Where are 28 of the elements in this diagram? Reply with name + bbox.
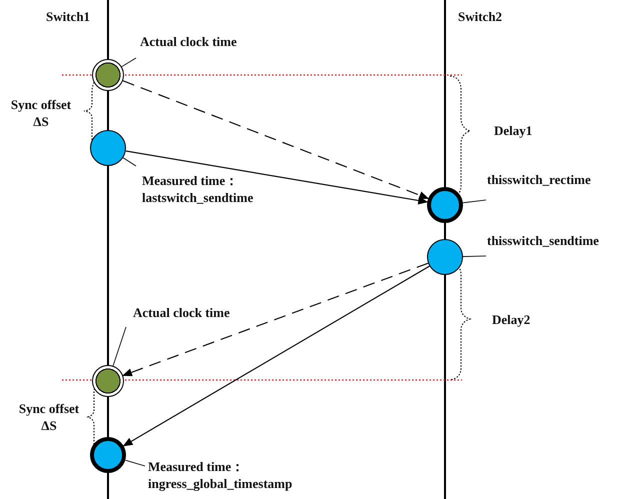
leader-line	[121, 58, 136, 68]
arrow	[122, 266, 430, 446]
time-label: Measured time：lastswitch_sendtime	[142, 172, 254, 206]
timestamp-circle	[90, 130, 126, 166]
leader-line	[112, 326, 126, 366]
arrow	[122, 262, 428, 376]
delay-label: Delay1	[494, 122, 534, 139]
time-label: Actual clock time	[133, 304, 231, 321]
timestamp-circle	[90, 437, 126, 473]
timestamp-circle	[427, 239, 463, 275]
time-label: thisswitch_sendtime	[487, 232, 600, 249]
time-label: thisswitch_rectime	[487, 171, 592, 188]
time-label: Measured time：ingress_global_timestamp	[148, 458, 294, 492]
clock-circle	[92, 59, 124, 91]
offset-label: Sync offset ΔS	[18, 400, 80, 434]
leader-line	[462, 256, 486, 257]
arrow	[126, 150, 428, 204]
delay-label: Delay2	[492, 311, 532, 328]
leader-line	[122, 157, 136, 166]
switch-label: Switch2	[458, 8, 504, 25]
clock-circle	[92, 365, 124, 397]
switch-label: Switch1	[46, 8, 92, 25]
time-label: Actual clock time	[140, 33, 238, 50]
arrow	[122, 80, 430, 200]
leader-line	[462, 200, 486, 204]
offset-label: Sync offset ΔS	[10, 96, 72, 130]
leader-line	[124, 460, 146, 466]
timestamp-circle	[427, 187, 463, 223]
